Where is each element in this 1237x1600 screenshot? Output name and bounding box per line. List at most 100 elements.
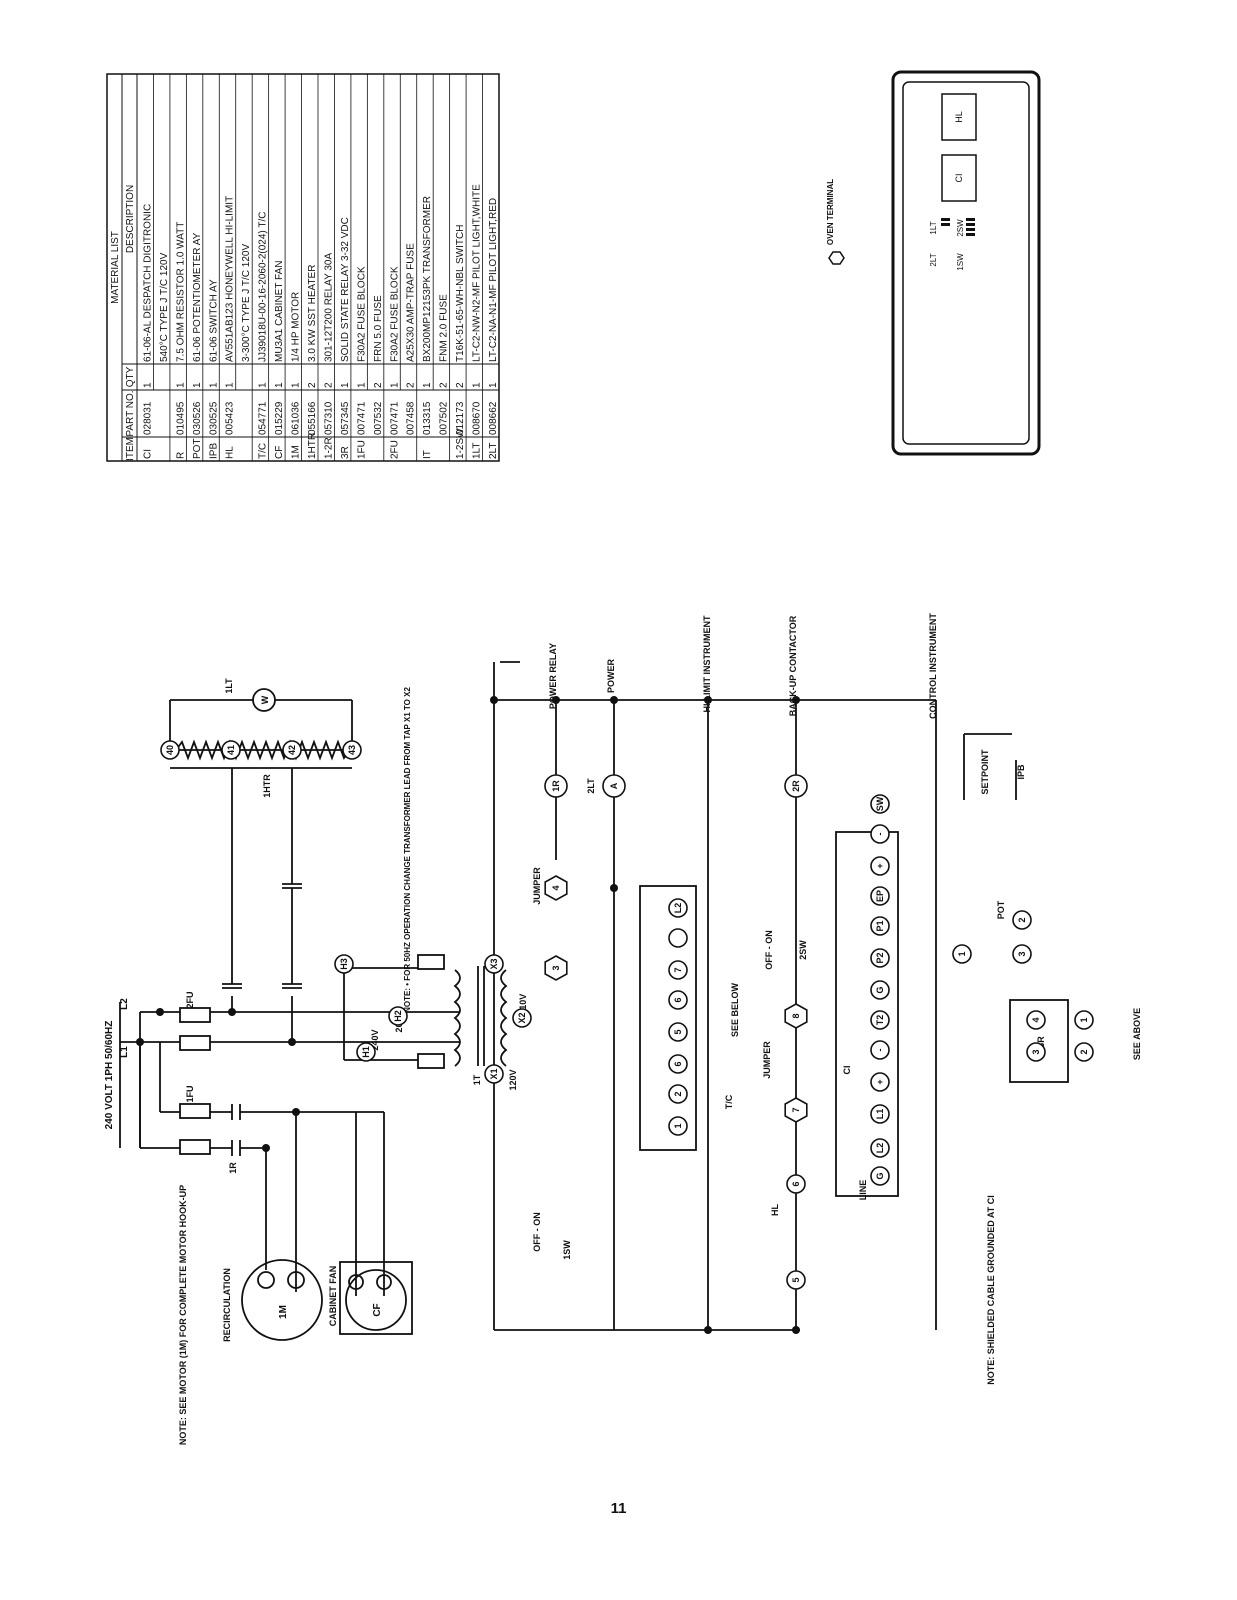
material-list-cell: IT xyxy=(422,450,433,459)
1fu-label: 1FU xyxy=(185,1085,195,1102)
ci-terminal-label: L1 xyxy=(875,1109,885,1120)
junction-dot xyxy=(262,1144,270,1152)
heater-label: 1HTR xyxy=(262,774,272,798)
heater-terminal-label: 41 xyxy=(226,745,236,755)
material-list-cell: HL xyxy=(225,446,236,459)
ci-terminal-label: - xyxy=(875,833,885,836)
relay-3r-terminal-label: 1 xyxy=(1079,1017,1089,1022)
pot-terminal-1 xyxy=(952,944,972,964)
junction-dot xyxy=(292,1108,300,1116)
2lt-label: 2LT xyxy=(586,778,596,794)
motor-note: NOTE: SEE MOTOR (1M) FOR COMPLETE MOTOR … xyxy=(178,1185,188,1445)
motor-1m-symbol xyxy=(241,1259,323,1341)
material-list-cell: 1M xyxy=(291,445,302,459)
1sw-off-on-label: OFF - ON xyxy=(532,1212,542,1252)
panel-2sw-label: 2SW xyxy=(956,219,965,237)
material-list-cell: 057310 xyxy=(323,401,334,435)
hi-limit-terminal-label: L2 xyxy=(673,903,683,914)
ci-terminal xyxy=(870,1010,890,1030)
hi-limit-terminal xyxy=(668,1084,688,1104)
heater-terminal xyxy=(342,740,362,760)
pot-terminal-2 xyxy=(1012,910,1032,930)
hi-limit-terminal-label: 6 xyxy=(673,1061,683,1066)
terminal-hex-4 xyxy=(544,875,568,901)
pot-terminal-2-label: 2 xyxy=(1017,917,1027,922)
see-above-label: SEE ABOVE xyxy=(1132,1008,1142,1060)
panel-ci-label: CI xyxy=(954,174,964,183)
hi-limit-terminal-label: 1 xyxy=(673,1123,683,1128)
material-list-cell: 61-06-AL DESPATCH DIGITRONIC xyxy=(142,204,153,362)
3r-label: 3R xyxy=(1036,1036,1046,1048)
line-label: LINE xyxy=(858,1180,868,1201)
pot-terminal-3 xyxy=(1012,944,1032,964)
material-list-cell: FRN 5.0 FUSE xyxy=(373,295,384,362)
terminal-hex-3-label: 3 xyxy=(551,965,561,970)
material-list-cell: 1 xyxy=(175,382,186,388)
supply-label: 240 VOLT 1PH 50/60HZ xyxy=(104,1021,115,1130)
material-list-cell: 2 xyxy=(455,382,466,388)
pilot-light-2lt-label: A xyxy=(609,782,619,789)
relay-1r-coil xyxy=(544,774,568,798)
terminal-hex-8 xyxy=(784,1003,808,1029)
material-list-cell: T16K-51-65-WH-NBL SWITCH xyxy=(455,225,466,362)
material-list-cell: F30A2 FUSE BLOCK xyxy=(389,266,400,362)
material-list-cell: MU3A1 CABINET FAN xyxy=(274,260,285,362)
material-list-cell: 007471 xyxy=(356,401,367,435)
material-list-cell: 030526 xyxy=(192,401,203,435)
panel-1lt-label: 1LT xyxy=(929,221,938,234)
tap-h3 xyxy=(334,954,354,974)
hi-limit-terminal-label: 7 xyxy=(673,967,683,972)
oven-terminal-icon xyxy=(828,251,845,265)
panel-hl-box xyxy=(941,93,977,141)
material-list-cell: 1 xyxy=(142,382,153,388)
material-list-cell: 1 xyxy=(472,382,483,388)
material-list-cell: 007471 xyxy=(389,401,400,435)
relay-3r-terminal-label: 4 xyxy=(1031,1017,1041,1022)
relay-3r-terminal xyxy=(1074,1010,1094,1030)
material-list-cell: 057345 xyxy=(340,401,351,435)
material-list-cell: CF xyxy=(274,446,285,459)
ci-terminal-label: SW xyxy=(875,796,885,811)
relay-3r-terminal xyxy=(1074,1042,1094,1062)
ci-terminal xyxy=(870,824,890,844)
ci-terminal xyxy=(870,1104,890,1124)
material-list-cell: 028031 xyxy=(142,401,153,435)
ci-terminal-label: P2 xyxy=(875,952,885,963)
material-list-cell: 3R xyxy=(340,446,351,459)
1r-label: 1R xyxy=(228,1162,238,1174)
motor-1m-label: 1M xyxy=(278,1305,289,1319)
junction-dot xyxy=(552,696,560,704)
ci-terminal xyxy=(870,916,890,936)
junction-dot xyxy=(288,1038,296,1046)
tap-h3-label: H3 xyxy=(339,958,349,970)
material-list-cell: 1 xyxy=(258,382,269,388)
material-list-cell: 010495 xyxy=(175,401,186,435)
material-list-cell: 540°C TYPE J T/C 120V xyxy=(159,252,170,362)
material-list-cell: IPB xyxy=(208,443,219,459)
junction-dot xyxy=(792,696,800,704)
heater-terminal-label: 43 xyxy=(347,745,357,755)
material-list-cell: 2FU xyxy=(389,440,400,459)
ci-terminal-label: G xyxy=(875,986,885,993)
tap-x2 xyxy=(512,1008,532,1028)
material-list-cell: 008670 xyxy=(472,401,483,435)
material-list-cell: 2 xyxy=(307,382,318,388)
material-list-cell: 1 xyxy=(389,382,400,388)
hl-label: HL xyxy=(770,1204,780,1216)
page-number: 11 xyxy=(610,1500,627,1517)
material-list-cell: 3.0 KW SST HEATER xyxy=(307,265,318,362)
hi-limit-terminal-label: 2 xyxy=(673,1091,683,1096)
l2-label: L2 xyxy=(119,998,130,1010)
ci-terminal-label: L2 xyxy=(875,1143,885,1154)
t1-label: 1T xyxy=(472,1074,482,1085)
see-below-label: SEE BELOW xyxy=(730,982,740,1037)
control-instrument-label: CONTROL INSTRUMENT xyxy=(928,613,938,719)
ci-terminal xyxy=(870,1072,890,1092)
material-list-cell: 1-2R xyxy=(323,437,334,459)
v240-label: 240V xyxy=(370,1029,380,1050)
hi-limit-label: HI-LIMIT INSTRUMENT xyxy=(702,615,712,712)
material-list-title: MATERIAL LIST xyxy=(110,231,121,304)
material-list-cell: 061036 xyxy=(291,401,302,435)
oven-control-panel: CI HL 2LT 1LT 1SW 2SW OVEN TERMINAL xyxy=(826,70,1041,456)
